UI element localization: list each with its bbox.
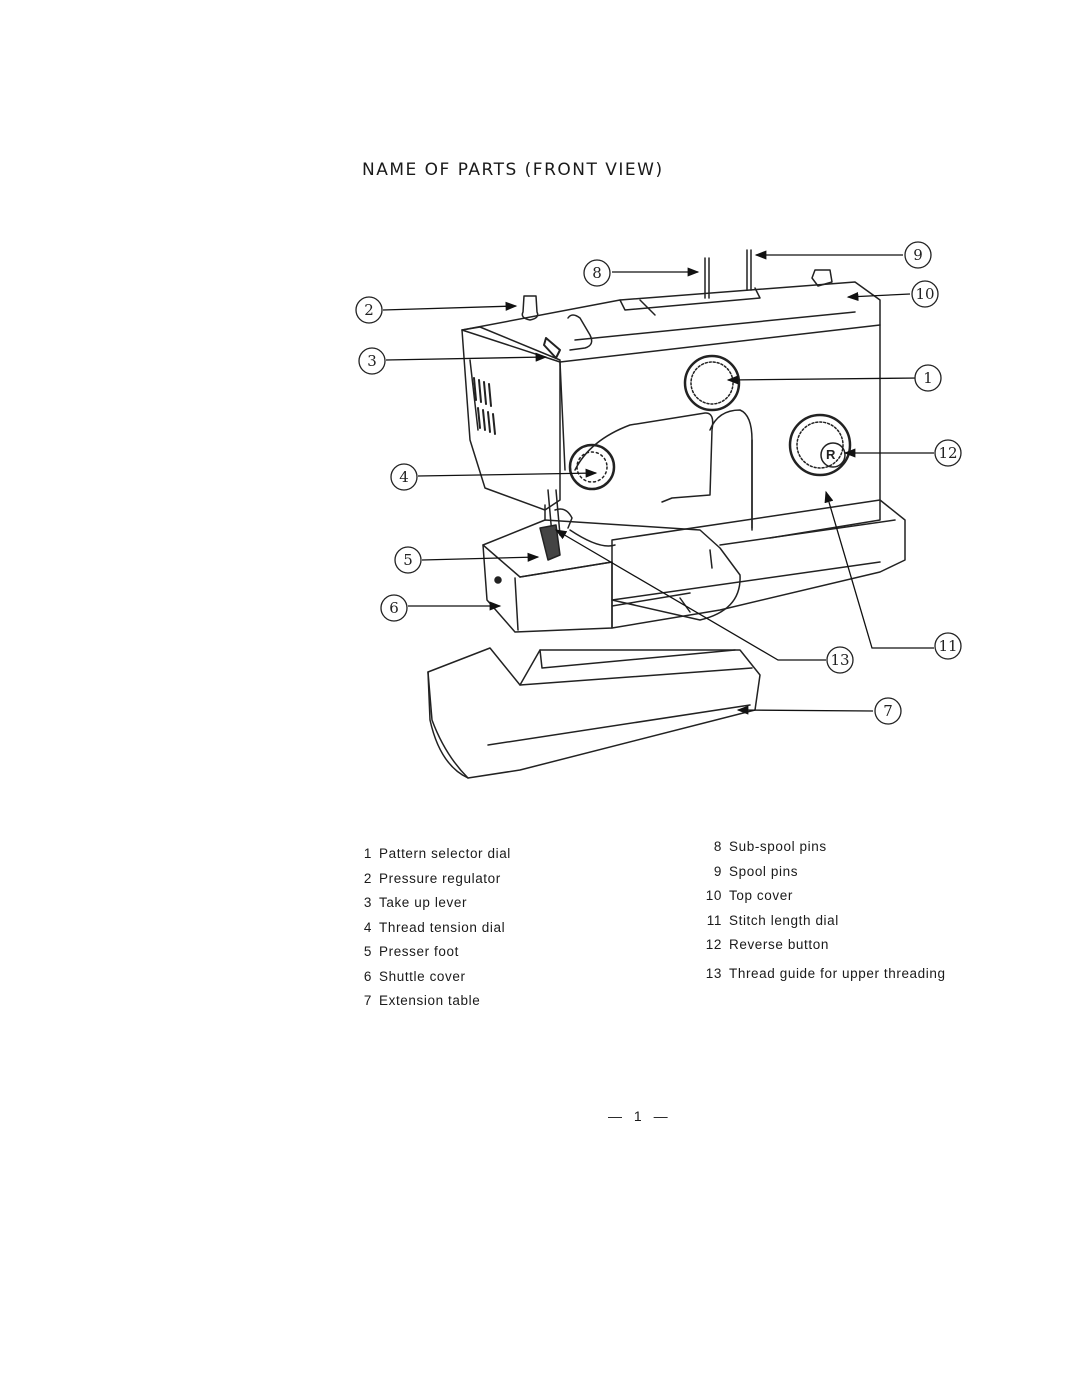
part-item: 10 Top cover: [696, 884, 946, 909]
part-number: 1: [363, 846, 372, 861]
part-item: 4 Thread tension dial: [350, 916, 511, 941]
leader-7: [736, 705, 874, 715]
shuttle-cover-box: [482, 544, 613, 633]
pressure-regulator-shape: [521, 295, 539, 321]
machine-base: [611, 499, 906, 629]
leader-10: [846, 291, 911, 302]
sewing-machine-illustration: [427, 249, 906, 779]
part-item: 8 Sub-spool pins: [696, 835, 946, 860]
part-item: 3 Take up lever: [350, 891, 511, 916]
part-label: Thread tension dial: [379, 919, 506, 935]
part-label: Thread guide for upper threading: [729, 965, 946, 981]
callout-3: 3: [367, 352, 377, 370]
callout-4: 4: [399, 468, 409, 486]
callout-13: 13: [830, 651, 849, 669]
part-number: 3: [363, 895, 372, 910]
part-number: 9: [713, 863, 722, 879]
part-label: Reverse button: [729, 937, 829, 952]
callout-2: 2: [364, 301, 374, 319]
page-title: NAME OF PARTS (FRONT VIEW): [362, 160, 664, 180]
take-up-lever-shape: [543, 337, 561, 359]
part-item: 13 Thread guide for upper threading: [696, 962, 946, 987]
callout-circle-7: [874, 697, 902, 725]
part-number: 8: [713, 839, 722, 854]
callout-1: 1: [923, 369, 933, 387]
bobbin-winder-shape: [811, 269, 833, 287]
leader-1: [726, 375, 921, 385]
part-number: 6: [363, 968, 372, 984]
leader-4: [417, 468, 598, 478]
callout-circle-9: [904, 241, 932, 269]
page-number: — 1 —: [608, 1108, 672, 1124]
callout-circle-4: [390, 463, 418, 491]
part-item: 9 Spool pins: [696, 860, 946, 885]
part-number: 5: [363, 944, 372, 959]
spool-pin-front: [704, 257, 710, 299]
callout-circle-11: [934, 632, 962, 660]
callout-7: 7: [883, 702, 893, 720]
part-number: 7: [363, 993, 372, 1008]
callout-circle-2: [355, 296, 383, 324]
callout-6: 6: [389, 599, 399, 617]
part-number: 13: [705, 965, 722, 981]
callout-5: 5: [403, 551, 413, 569]
part-label: Spool pins: [729, 863, 799, 879]
callout-circle-1: [914, 364, 942, 392]
part-item: 1 Pattern selector dial: [350, 842, 511, 867]
callout-circle-10: [911, 280, 939, 308]
part-label: Stitch length dial: [729, 912, 839, 928]
tension-dial-shape: [568, 443, 616, 491]
callout-11: 11: [938, 637, 957, 655]
part-label: Pattern selector dial: [379, 846, 511, 861]
part-label: Top cover: [729, 888, 793, 903]
part-item: 11 Stitch length dial: [696, 909, 946, 934]
callout-leaders: [382, 250, 934, 715]
callout-12: 12: [938, 444, 957, 462]
part-item: 5 Presser foot: [350, 940, 511, 965]
part-label: Pressure regulator: [379, 870, 501, 886]
part-label: Extension table: [379, 993, 481, 1008]
spool-pin-back: [746, 249, 752, 291]
part-number: 10: [705, 888, 722, 903]
top-cover: [461, 281, 881, 539]
leader-13: [554, 529, 826, 661]
callout-circle-6: [380, 594, 408, 622]
callout-9: 9: [913, 246, 923, 264]
part-number: 4: [363, 919, 372, 935]
part-item: 7 Extension table: [350, 989, 511, 1014]
callout-circle-8: [583, 259, 611, 287]
callout-8: 8: [592, 264, 602, 282]
part-label: Take up lever: [379, 895, 468, 910]
part-label: Sub-spool pins: [729, 839, 827, 854]
callout-10: 10: [915, 285, 934, 303]
leader-3: [385, 352, 548, 362]
pattern-dial-shape: [683, 354, 741, 412]
part-label: Shuttle cover: [379, 968, 466, 984]
callout-circle-12: [934, 439, 962, 467]
part-item: 6 Shuttle cover: [350, 965, 511, 990]
leader-11: [824, 490, 934, 649]
part-number: 2: [363, 870, 372, 886]
callout-circle-3: [358, 347, 386, 375]
leader-5: [421, 552, 540, 562]
callout-circle-13: [826, 646, 854, 674]
thread-guide-shape: [567, 314, 593, 351]
parts-list-left: 1 Pattern selector dial 2 Pressure regulat…: [350, 842, 511, 1014]
part-number: 11: [706, 912, 722, 928]
leader-2: [382, 301, 518, 311]
dial-letter: R: [826, 447, 836, 462]
stitch-length-dial-shape: [788, 413, 852, 477]
part-item: 2 Pressure regulator: [350, 867, 511, 892]
part-item: 12 Reverse button: [696, 933, 946, 958]
part-label: Presser foot: [379, 944, 459, 959]
part-number: 12: [705, 937, 722, 952]
callout-circle-5: [394, 546, 422, 574]
extension-table-shape: [427, 647, 761, 779]
callout-numbers: 1 2 3 4 5 6 7 8 9 10 11 12 13: [364, 246, 957, 720]
callout-markers: [355, 241, 962, 725]
face-vents: [473, 377, 496, 435]
